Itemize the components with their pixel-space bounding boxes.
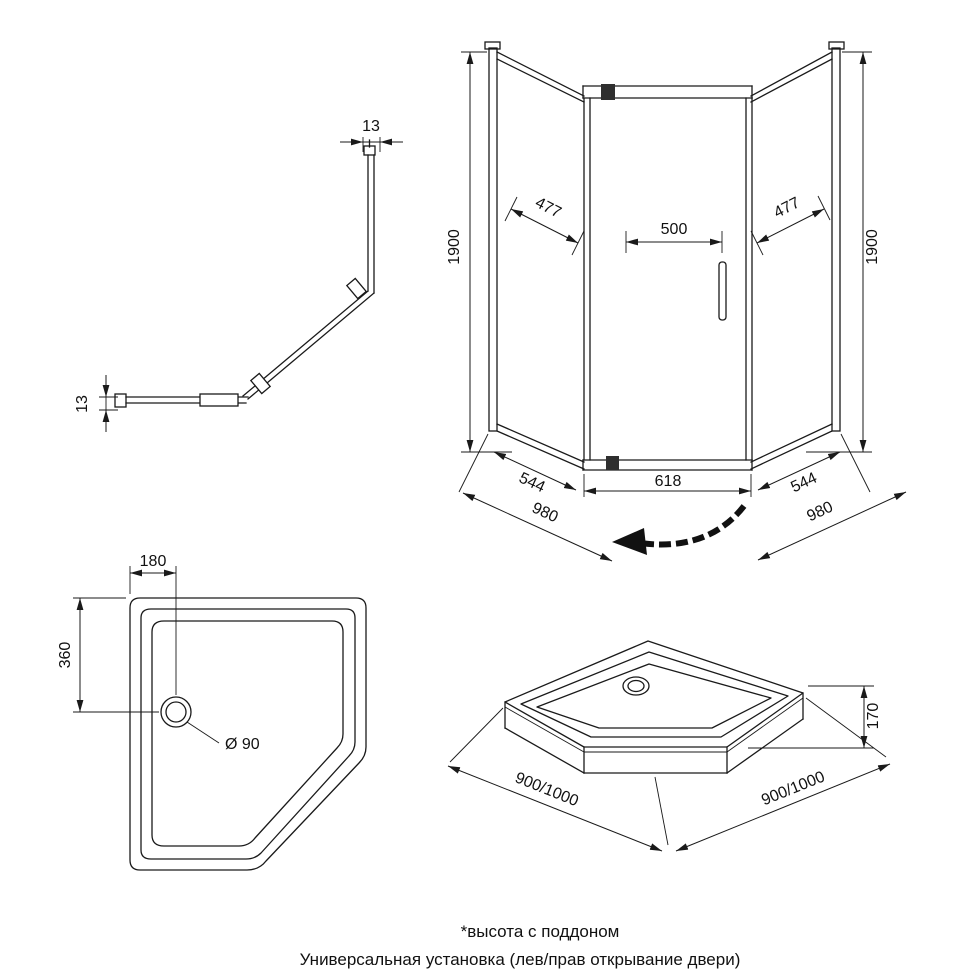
drain-inner-circle bbox=[165, 701, 187, 723]
profile-clip bbox=[345, 277, 368, 300]
dim-height-right: 1900 bbox=[806, 51, 881, 453]
bottom-hinge-bracket bbox=[606, 456, 619, 470]
dim-bottom-center: 618 bbox=[583, 473, 752, 497]
top-hinge-bracket bbox=[601, 84, 615, 100]
dim-label-profile-top: 13 bbox=[362, 118, 380, 135]
dim-left-panel-width: 477 bbox=[504, 194, 585, 256]
profile-clip bbox=[249, 372, 272, 395]
door-swing-arrow bbox=[612, 504, 747, 555]
tray-basin-edge bbox=[151, 620, 344, 847]
enclosure-frame bbox=[484, 41, 845, 471]
note-universal-installation: Универсальная установка (лев/прав открыв… bbox=[300, 950, 741, 969]
dim-label-drain-y: 360 bbox=[57, 642, 74, 669]
dim-label-bottom-left: 544 bbox=[516, 470, 547, 497]
tray-iso-basin bbox=[536, 663, 772, 729]
tray-rim-edge bbox=[140, 608, 356, 860]
tray-iso-top-edge bbox=[504, 640, 804, 748]
dim-drain-offset-y: 360 bbox=[57, 597, 159, 713]
tray-iso-rim bbox=[520, 651, 789, 738]
iso-drain-inner bbox=[627, 679, 645, 693]
dim-tray-side-left: 900/1000 bbox=[447, 707, 669, 852]
drain-leader-line bbox=[186, 721, 220, 744]
dim-base-right: 980 bbox=[757, 433, 907, 561]
dim-label-left-panel: 477 bbox=[532, 194, 564, 221]
dim-base-left: 980 bbox=[458, 433, 613, 562]
enclosure-front-view: 1900 1900 477 500 477 544 bbox=[446, 41, 907, 562]
profile-outline bbox=[114, 139, 376, 408]
dim-profile-width-side: 13 bbox=[74, 375, 118, 432]
dim-label-base-right: 980 bbox=[804, 499, 835, 526]
dim-label-base-left: 980 bbox=[529, 500, 560, 527]
footer-notes: *высота с поддоном Универсальная установ… bbox=[300, 922, 741, 969]
tray-top-view: Ø 90 180 360 bbox=[57, 553, 367, 871]
dim-label-right-panel: 477 bbox=[771, 194, 803, 221]
dim-tray-side-right: 900/1000 bbox=[675, 697, 891, 852]
dim-label-tray-height: 170 bbox=[865, 703, 882, 730]
right-wall-profile bbox=[831, 47, 841, 432]
wall-profile-top-view: 13 13 bbox=[74, 118, 403, 432]
dim-door-width: 500 bbox=[625, 221, 723, 253]
dim-right-panel-width: 477 bbox=[750, 194, 831, 256]
dim-label-profile-side: 13 bbox=[74, 395, 91, 413]
dim-profile-width-top: 13 bbox=[340, 118, 403, 152]
dim-label-side-left: 900/1000 bbox=[513, 769, 581, 810]
dim-label-drain-diameter: Ø 90 bbox=[225, 736, 260, 753]
profile-bracket bbox=[199, 393, 239, 407]
dim-label-bottom-center: 618 bbox=[655, 473, 682, 490]
dim-label-height-right: 1900 bbox=[864, 229, 881, 265]
left-wall-profile bbox=[488, 47, 498, 432]
dim-label-height-left: 1900 bbox=[446, 229, 463, 265]
dim-label-drain-x: 180 bbox=[140, 553, 167, 570]
door-swing-arrowhead bbox=[612, 528, 647, 555]
tray-isometric-view: 170 900/1000 900/1000 bbox=[447, 640, 891, 852]
dim-label-door-width: 500 bbox=[661, 221, 688, 238]
tray-outer-edge bbox=[129, 597, 367, 871]
note-height-with-tray: *высота с поддоном bbox=[461, 922, 620, 941]
dim-bottom-left-panel: 544 bbox=[493, 451, 577, 497]
dim-height-left: 1900 bbox=[446, 51, 512, 453]
dim-bottom-right-panel: 544 bbox=[757, 451, 841, 496]
iso-drain-outer bbox=[622, 676, 650, 696]
dim-tray-height: 170 bbox=[748, 685, 882, 749]
dim-drain-offset-x: 180 bbox=[129, 553, 177, 695]
drain-outer-circle bbox=[160, 696, 192, 728]
door-handle bbox=[718, 261, 727, 321]
